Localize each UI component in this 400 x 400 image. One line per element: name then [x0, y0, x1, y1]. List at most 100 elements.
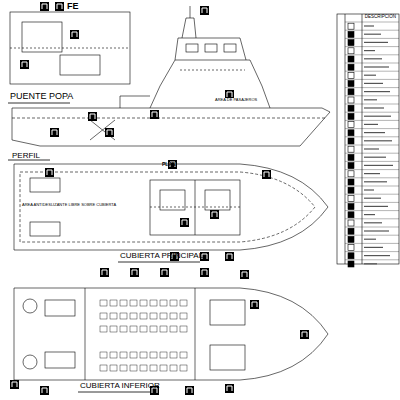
- seat: [100, 326, 107, 332]
- seat: [170, 365, 177, 371]
- symbol-cell: [348, 212, 354, 218]
- table-rule: [345, 79, 399, 80]
- icon-glyph: [162, 270, 167, 275]
- symbol-cell: [348, 146, 354, 152]
- symbol-cell: [348, 56, 354, 62]
- text-placeholder: [364, 58, 382, 59]
- icon-glyph: [242, 272, 247, 277]
- symbol-cell: [348, 220, 354, 226]
- safety-icon: [180, 218, 189, 227]
- seat: [160, 365, 167, 371]
- icon-glyph: [72, 32, 77, 37]
- icon-glyph: [252, 302, 257, 307]
- area-label: AREA DE PASAJEROS: [215, 98, 257, 102]
- text-placeholder: [364, 173, 380, 174]
- symbol-cell: [348, 204, 354, 210]
- symbol-cell: [348, 154, 354, 160]
- text-placeholder: [364, 206, 388, 207]
- table-rule: [345, 128, 399, 129]
- icon-glyph: [227, 92, 232, 97]
- console: [60, 55, 100, 75]
- icon-glyph: [187, 388, 192, 393]
- icon-glyph: [212, 212, 217, 217]
- symbol-cell: [348, 245, 354, 251]
- table-rule: [345, 235, 399, 236]
- symbol-cell: [348, 187, 354, 193]
- seat: [130, 326, 137, 332]
- text-placeholder: [364, 66, 389, 67]
- safety-icon: [200, 6, 209, 15]
- safety-icon: [100, 268, 109, 277]
- symbol-cell: [348, 171, 354, 177]
- seat: [180, 326, 187, 332]
- console: [22, 22, 62, 52]
- table-rule: [345, 186, 399, 187]
- symbol-cell: [348, 81, 354, 87]
- main-deck-plan: [14, 164, 328, 250]
- seat: [110, 326, 117, 332]
- text-placeholder: [364, 42, 388, 43]
- seat: [160, 313, 167, 319]
- text-placeholder: [364, 181, 387, 182]
- lower-deck-plan: [14, 288, 328, 380]
- seat: [140, 326, 147, 332]
- safety-icon: [160, 268, 169, 277]
- safety-icon: [40, 2, 49, 11]
- seat: [130, 365, 137, 371]
- safety-icon: [40, 386, 49, 395]
- safety-icon: [300, 330, 309, 339]
- safety-icon: [200, 268, 209, 277]
- view-title: CUBIERTA PRINCIPAL: [120, 252, 203, 260]
- seat: [140, 313, 147, 319]
- symbol-cell: [348, 23, 354, 29]
- symbol-cell: [348, 228, 354, 234]
- text-placeholder: [364, 116, 391, 117]
- table-rule: [345, 161, 399, 162]
- table-rule: [345, 112, 399, 113]
- table-rule: [345, 54, 399, 55]
- seat: [150, 300, 157, 306]
- symbol-cell: [348, 105, 354, 111]
- text-placeholder: [364, 91, 390, 92]
- view-title: PERFIL: [12, 152, 40, 160]
- table-rule: [345, 30, 399, 31]
- table-rule: [345, 259, 399, 260]
- safety-icon: [50, 128, 59, 137]
- icon-glyph: [52, 130, 57, 135]
- symbol-cell: [348, 64, 354, 70]
- table-rule: [345, 38, 399, 39]
- seat: [160, 352, 167, 358]
- plan-label: PLAN: [162, 162, 176, 167]
- text-placeholder: [364, 214, 375, 215]
- icon-glyph: [202, 8, 207, 13]
- text-placeholder: [364, 222, 382, 223]
- symbol-cell: [348, 236, 354, 242]
- seat: [100, 300, 107, 306]
- symbol-cell: [348, 31, 354, 37]
- symbol-table: [337, 14, 399, 267]
- text-placeholder: [364, 239, 376, 240]
- seat: [170, 352, 177, 358]
- symbol-cell: [348, 179, 354, 185]
- seat: [180, 352, 187, 358]
- table-rule: [345, 194, 399, 195]
- symbol-cell: [348, 113, 354, 119]
- table-rule: [345, 243, 399, 244]
- symbol-cell: [348, 48, 354, 54]
- table-rule: [345, 210, 399, 211]
- seat: [170, 300, 177, 306]
- symbol-cell: [348, 130, 354, 136]
- table-rule: [345, 46, 399, 47]
- table-rule: [345, 95, 399, 96]
- text-placeholder: [364, 34, 381, 35]
- seat: [170, 326, 177, 332]
- symbol-cell: [348, 72, 354, 78]
- symbol-cell: [348, 163, 354, 169]
- symbol-cell: [348, 89, 354, 95]
- icon-glyph: [132, 270, 137, 275]
- text-placeholder: [364, 230, 389, 231]
- icon-glyph: [90, 114, 95, 119]
- seat: [120, 326, 127, 332]
- text-placeholder: [364, 263, 377, 264]
